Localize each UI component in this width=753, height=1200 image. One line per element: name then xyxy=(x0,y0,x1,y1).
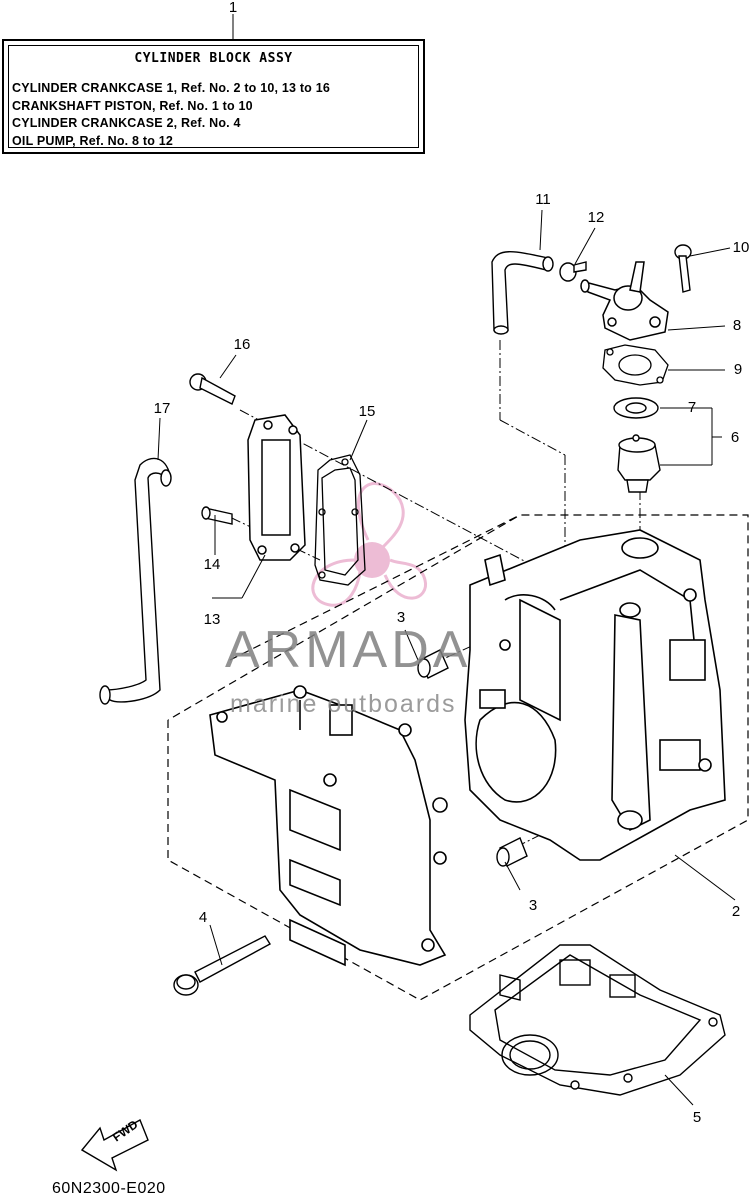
callout-3-lower: 3 xyxy=(528,897,538,914)
callout-3-upper: 3 xyxy=(396,609,406,626)
watermark-logo xyxy=(311,482,427,607)
bolt-16 xyxy=(189,373,236,405)
crankcase-half xyxy=(209,685,448,967)
oil-pump-8 xyxy=(580,261,669,341)
callout-17: 17 xyxy=(153,400,171,417)
plug-14 xyxy=(201,506,233,525)
gasket-5 xyxy=(469,944,726,1096)
bolt-4 xyxy=(173,935,271,996)
drawing-code: 60N2300-E020 xyxy=(52,1180,166,1197)
callout-14: 14 xyxy=(203,556,221,573)
ref-line-oil-pump: OIL PUMP, Ref. No. 8 to 12 xyxy=(12,134,174,148)
ref-line-crankshaft-piston: CRANKSHAFT PISTON, Ref. No. 1 to 10 xyxy=(12,99,253,113)
callout-8: 8 xyxy=(732,317,742,334)
callout-11: 11 xyxy=(535,191,551,208)
assembly-title: CYLINDER BLOCK ASSY xyxy=(134,51,293,66)
callout-4: 4 xyxy=(198,909,208,926)
callout-15: 15 xyxy=(358,403,376,420)
gasket-9 xyxy=(602,344,669,386)
seal-ring-7 xyxy=(613,397,659,419)
dashed-assembly-outline xyxy=(167,514,749,1001)
cylinder-block xyxy=(464,529,726,861)
ref-line-crankcase-1: CYLINDER CRANKCASE 1, Ref. No. 2 to 10, … xyxy=(12,81,330,95)
callout-2: 2 xyxy=(731,903,741,920)
title-box: CYLINDER BLOCK ASSY CYLINDER CRANKCASE 1… xyxy=(2,39,425,154)
cover-13 xyxy=(247,414,306,561)
thermostat-6 xyxy=(617,434,661,493)
callout-5: 5 xyxy=(692,1109,702,1126)
dowel-pins-3 xyxy=(417,649,528,867)
callout-10: 10 xyxy=(732,239,750,256)
fwd-arrow-icon xyxy=(80,1119,149,1172)
hose-11 xyxy=(491,251,554,335)
ref-line-crankcase-2: CYLINDER CRANKCASE 2, Ref. No. 4 xyxy=(12,116,241,130)
title-box-inner xyxy=(8,45,419,148)
callout-leaders xyxy=(157,209,736,1106)
bolt-10 xyxy=(674,244,692,293)
callout-13: 13 xyxy=(203,611,221,628)
clamp-12 xyxy=(559,261,587,282)
gasket-15 xyxy=(314,454,366,586)
callout-7: 7 xyxy=(687,399,697,416)
watermark-brand: ARMADA xyxy=(225,621,472,679)
callout-6: 6 xyxy=(730,429,740,446)
callout-12: 12 xyxy=(587,209,605,226)
callout-9: 9 xyxy=(733,361,743,378)
hose-17 xyxy=(99,457,172,705)
callout-16: 16 xyxy=(233,336,251,353)
watermark-tagline: marine outboards xyxy=(230,690,457,718)
callout-1: 1 xyxy=(228,0,238,16)
